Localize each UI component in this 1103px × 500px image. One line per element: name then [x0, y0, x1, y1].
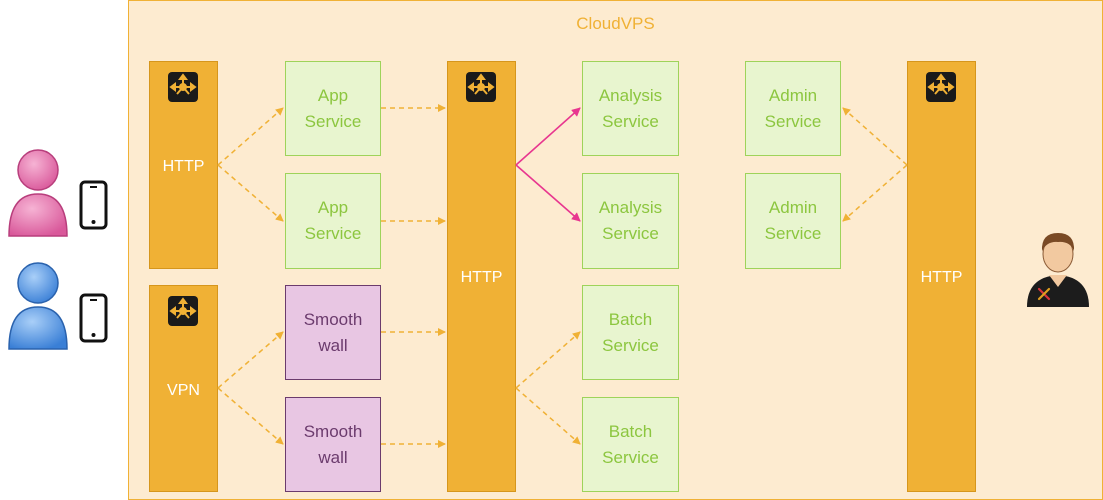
gateway-icon — [926, 72, 956, 102]
smoothwall-1: Smooth wall — [285, 285, 381, 380]
blue-user-icon — [8, 262, 108, 350]
gateway-label: HTTP — [920, 269, 963, 286]
batch-service-2: Batch Service — [582, 397, 679, 492]
gateway-label: HTTP — [460, 269, 503, 286]
analysis-service-1: Analysis Service — [582, 61, 679, 156]
arrow-http-to-batch-1 — [515, 331, 581, 389]
admin-service-2: Admin Service — [745, 173, 841, 269]
arrow-http-to-app-1 — [217, 107, 284, 166]
pink-user-icon — [8, 149, 108, 237]
arrow-vpn-to-smoothwall-1 — [217, 331, 284, 389]
vpn-gateway: VPN — [149, 285, 218, 492]
phone-icon — [79, 293, 108, 343]
arrow-vpn-to-smoothwall-2 — [217, 387, 284, 445]
http-gateway-admin: HTTP — [907, 61, 976, 492]
batch-service-1: Batch Service — [582, 285, 679, 380]
gateway-label: HTTP — [162, 158, 205, 175]
gateway-icon — [466, 72, 496, 102]
arrow-http-to-analysis-1 — [515, 107, 581, 166]
arrow-admin-http-to-admin-1 — [842, 107, 908, 166]
gateway-icon — [168, 72, 198, 102]
arrow-http-to-app-2 — [217, 164, 284, 222]
phone-icon — [79, 180, 108, 230]
arrow-admin-http-to-admin-2 — [842, 164, 908, 222]
gateway-label: VPN — [167, 382, 200, 399]
app-service-2: App Service — [285, 173, 381, 269]
http-gateway-left: HTTP — [149, 61, 218, 269]
cloudvps-title: CloudVPS — [576, 14, 655, 33]
analysis-service-2: Analysis Service — [582, 173, 679, 269]
admin-service-1: Admin Service — [745, 61, 841, 156]
arrow-http-to-analysis-2 — [515, 164, 581, 222]
app-service-1: App Service — [285, 61, 381, 156]
gateway-icon — [168, 296, 198, 326]
http-gateway-center: HTTP — [447, 61, 516, 492]
admin-user-icon — [1027, 233, 1089, 307]
smoothwall-2: Smooth wall — [285, 397, 381, 492]
arrow-http-to-batch-2 — [515, 387, 581, 445]
